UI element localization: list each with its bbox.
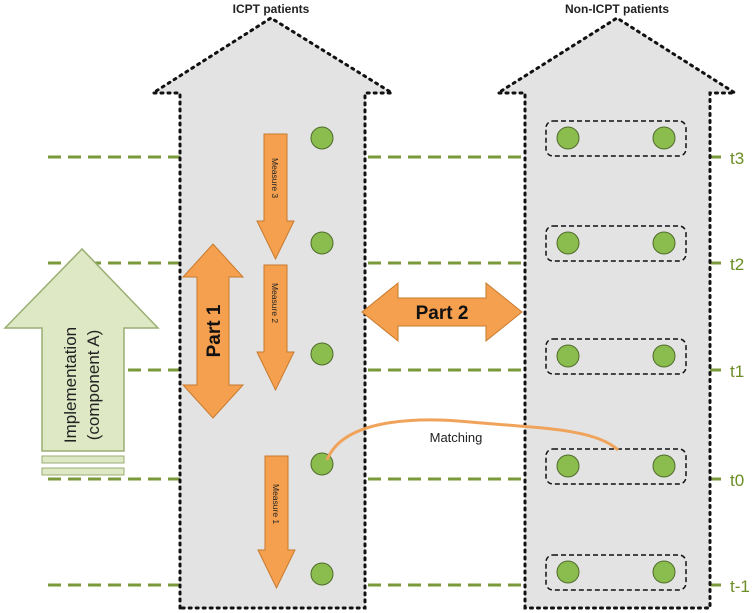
non-icpt-patient-circle: [556, 126, 580, 150]
non-icpt-patient-circle: [556, 560, 580, 584]
measure-3-arrow: Measure 3: [256, 133, 295, 261]
patient-pair-t2: [545, 225, 687, 262]
measure-3-label: Measure 3: [270, 158, 280, 198]
patient-pair-t0: [545, 448, 687, 485]
pair-box: [545, 120, 687, 157]
matching-label: Matching: [430, 430, 483, 445]
timepoint-label-t1: t1: [730, 362, 744, 381]
implementation-label-line1: Implementation: [61, 327, 80, 443]
timepoint-label-t2: t2: [730, 255, 744, 274]
icpt-column-title: ICPT patients: [233, 2, 310, 16]
implementation-base-bar: [41, 467, 125, 476]
timepoint-label-t3: t3: [730, 149, 744, 168]
measure-1-arrow: Measure 1: [257, 455, 296, 590]
measure-2-label: Measure 2: [270, 283, 280, 323]
non-icpt-patient-circle: [652, 344, 676, 368]
icpt-patient-circle: [310, 342, 334, 366]
part2-arrow: Part 2: [361, 281, 523, 343]
implementation-label-line2: (component A): [84, 330, 103, 441]
timepoint-label-t-1: t-1: [730, 577, 750, 596]
pair-box: [545, 448, 687, 485]
implementation-arrow: Implementation (component A): [3, 247, 160, 476]
patient-pair-t1: [545, 338, 687, 375]
pair-box: [545, 554, 687, 591]
icpt-patient-circle: [310, 231, 334, 255]
part1-label: Part 1: [204, 304, 225, 357]
patient-pair-t3: [545, 120, 687, 157]
non-icpt-patient-circle: [652, 454, 676, 478]
icpt-patient-circle: [310, 126, 334, 150]
non-icpt-patient-pairs: [545, 120, 687, 591]
non-icpt-patient-circle: [652, 126, 676, 150]
non-icpt-column-title: Non-ICPT patients: [565, 2, 669, 16]
pair-box: [545, 225, 687, 262]
part1-arrow: Part 1: [181, 243, 245, 419]
icpt-patients: [310, 126, 334, 586]
non-icpt-patient-circle: [556, 454, 580, 478]
non-icpt-patient-circle: [556, 344, 580, 368]
implementation-base-bar: [41, 455, 125, 464]
matching-connection: Matching: [325, 418, 620, 461]
non-icpt-patient-circle: [556, 231, 580, 255]
measure-arrows: Measure 3 Measure 2 Measure 1: [256, 133, 296, 590]
icpt-patient-circle: [310, 562, 334, 586]
pair-box: [545, 338, 687, 375]
measure-1-label: Measure 1: [271, 484, 281, 524]
part2-label: Part 2: [416, 303, 469, 324]
matching-curve: [325, 418, 620, 461]
timepoint-labels: t3 t2 t1 t0 t-1: [730, 149, 750, 596]
timepoint-label-t0: t0: [730, 471, 744, 490]
non-icpt-patient-circle: [652, 231, 676, 255]
patient-pair-t-1: [545, 554, 687, 591]
non-icpt-column: [492, 16, 741, 610]
measure-2-arrow: Measure 2: [256, 264, 295, 392]
non-icpt-patient-circle: [652, 560, 676, 584]
